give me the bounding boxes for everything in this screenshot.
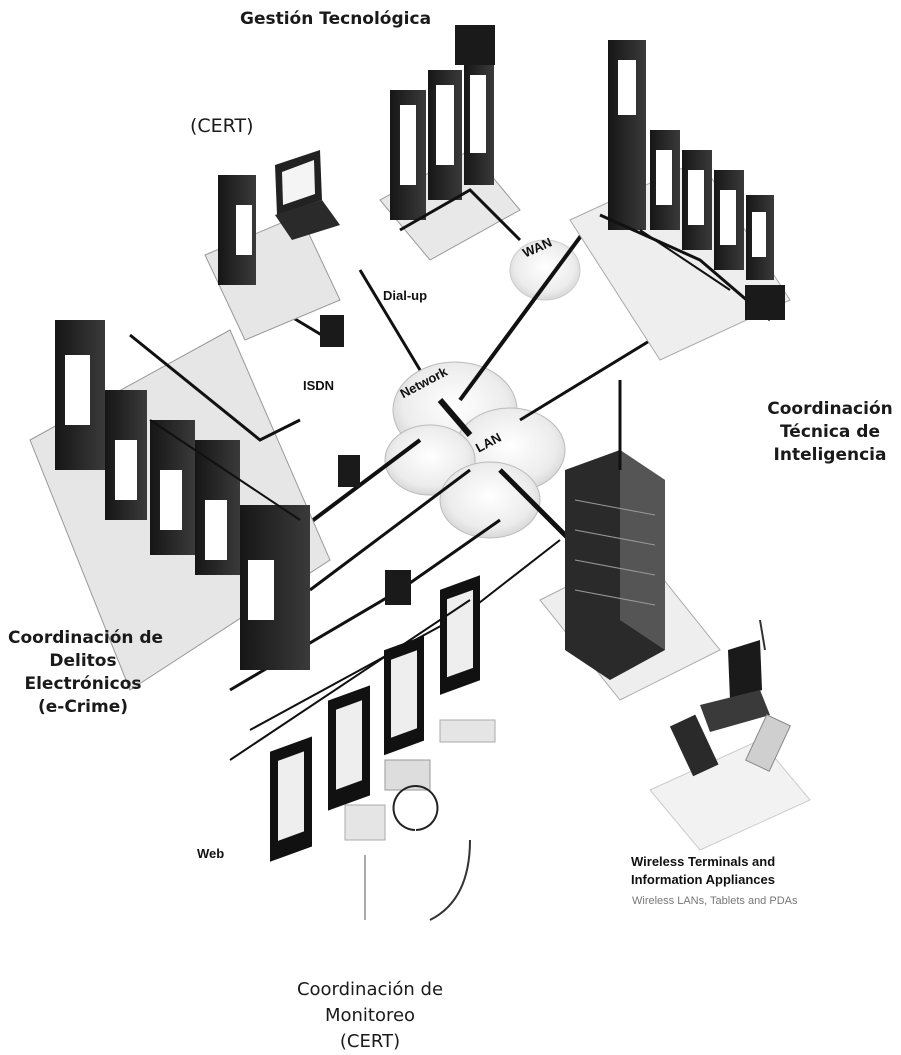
cert-top-label: (CERT) (190, 115, 254, 137)
monitoreo-label: Coordinación de Monitoreo (CERT) (270, 977, 470, 1055)
building (540, 380, 720, 700)
wireless-title: Wireless Terminals and Information Appli… (631, 853, 775, 889)
wireless-title-line-2: Information Appliances (631, 871, 775, 889)
isdn-label: ISDN (303, 378, 334, 393)
tecnica-line-1: Coordinación (765, 398, 895, 421)
dialup-label: Dial-up (383, 288, 427, 303)
monitoreo-line-1: Coordinación de (270, 977, 470, 1003)
delitos-label: Coordinación de Delitos Electrónicos (e-… (8, 627, 158, 719)
gestion-label: Gestión Tecnológica (240, 8, 431, 31)
delitos-line-1: Coordinación de (8, 627, 158, 650)
delitos-line-4: (e-Crime) (8, 696, 158, 719)
delitos-line-3: Electrónicos (8, 673, 158, 696)
tecnica-servers (570, 40, 790, 360)
monitoreo-line-2: Monitoreo (270, 1003, 470, 1029)
gestion-servers (380, 25, 520, 260)
web-label: Web (197, 846, 224, 861)
wireless-title-line-1: Wireless Terminals and (631, 853, 775, 871)
tecnica-line-3: Inteligencia (765, 444, 895, 467)
tecnica-label: Coordinación Técnica de Inteligencia (765, 398, 895, 467)
tecnica-line-2: Técnica de (765, 421, 895, 444)
wireless-subtitle: Wireless LANs, Tablets and PDAs (632, 895, 797, 907)
delitos-line-2: Delitos (8, 650, 158, 673)
monitoreo-line-3: (CERT) (270, 1029, 470, 1055)
